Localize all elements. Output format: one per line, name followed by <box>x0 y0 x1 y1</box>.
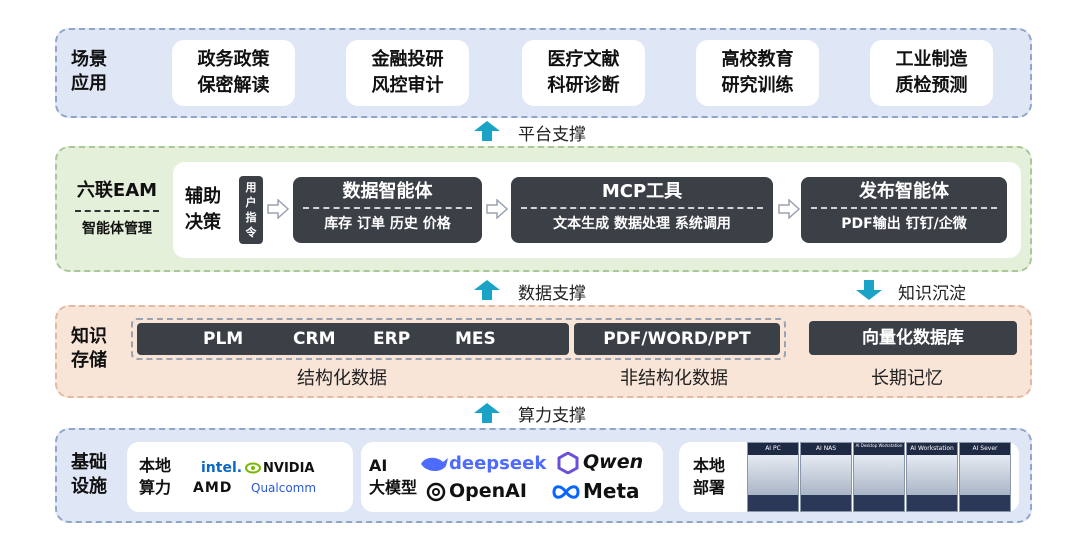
data-agent-box: 数据智能体 库存 订单 历史 价格 <box>293 177 482 243</box>
meta-infinity-icon <box>552 485 580 499</box>
intel-logo: intel. <box>201 460 243 476</box>
unstructured-data-label: 非结构化数据 <box>620 368 728 389</box>
qwen-logo: Qwen <box>583 451 644 473</box>
meta-logo: Meta <box>583 479 640 503</box>
mes-label: MES <box>455 329 496 349</box>
knowledge-title: 知识 存储 <box>71 326 107 371</box>
vector-database-box: 向量化数据库 <box>809 321 1017 355</box>
scene-card-medical: 医疗文献科研诊断 <box>522 40 645 106</box>
platform-support-label: 平台支撑 <box>518 125 586 145</box>
scene-card-education: 高校教育研究训练 <box>696 40 819 106</box>
mcp-tools-box: MCP工具 文本生成 数据处理 系统调用 <box>511 177 773 243</box>
ai-server-product: AI Sever <box>959 442 1011 512</box>
right-arrow-icon <box>778 199 800 219</box>
unstructured-docs-box: PDF/WORD/PPT <box>574 323 780 355</box>
eam-workflow-panel: 辅助 决策 用 户 指 令 数据智能体 库存 订单 历史 价格 MCP工具 文本… <box>173 162 1021 258</box>
qwen-icon <box>557 452 579 474</box>
amd-logo: AMD <box>193 480 233 496</box>
ai-workstation-product: AI Workstation <box>906 442 958 512</box>
scene-application-band: 场景 应用 政务政策保密解读 金融投研风控审计 医疗文献科研诊断 高校教育研究训… <box>55 28 1032 118</box>
eam-divider <box>75 210 159 212</box>
scene-card-government: 政务政策保密解读 <box>172 40 295 106</box>
local-deployment-card: 本地 部署 AI PC AI NAS AI Desktop Workstatio… <box>679 442 1019 512</box>
right-arrow-icon <box>486 199 508 219</box>
erp-label: ERP <box>373 329 411 349</box>
eam-title: 六联EAM <box>76 180 158 201</box>
local-compute-card: 本地 算力 intel. NVIDIA AMD Qualcomm <box>127 442 353 512</box>
local-compute-label: 本地 算力 <box>139 456 172 497</box>
local-deployment-label: 本地 部署 <box>693 456 726 497</box>
eam-agent-management-band: 六联EAM 智能体管理 辅助 决策 用 户 指 令 数据智能体 库存 订单 历史… <box>55 146 1032 272</box>
infra-title: 基础 设施 <box>71 452 107 497</box>
long-term-memory-label: 长期记忆 <box>871 368 943 389</box>
scene-card-industry: 工业制造质检预测 <box>870 40 993 106</box>
up-arrow-icon <box>474 121 500 141</box>
scene-card-finance: 金融投研风控审计 <box>346 40 469 106</box>
structured-data-label: 结构化数据 <box>297 368 387 389</box>
structured-systems-box: PLM CRM ERP MES <box>137 323 569 355</box>
down-arrow-icon <box>856 280 882 300</box>
infrastructure-band: 基础 设施 本地 算力 intel. NVIDIA AMD Qualcomm A… <box>55 428 1032 523</box>
knowledge-precipitation-label: 知识沉淀 <box>898 284 966 304</box>
data-support-label: 数据支撑 <box>518 284 586 304</box>
assist-decision-label: 辅助 决策 <box>185 186 221 233</box>
right-arrow-icon <box>267 199 289 219</box>
ai-models-label: AI 大模型 <box>369 456 418 497</box>
user-instruction-box: 用 户 指 令 <box>239 176 263 244</box>
openai-icon <box>426 482 446 502</box>
publish-agent-box: 发布智能体 PDF输出 钉钉/企微 <box>801 177 1007 243</box>
ai-desktop-workstation-product: AI Desktop Workstation <box>853 442 905 512</box>
ai-pc-product: AI PC <box>747 442 799 512</box>
up-arrow-icon <box>474 280 500 300</box>
up-arrow-icon <box>474 403 500 423</box>
eam-subtitle: 智能体管理 <box>82 221 152 237</box>
qualcomm-logo: Qualcomm <box>251 481 317 495</box>
deepseek-logo: deepseek <box>449 453 547 474</box>
ai-models-card: AI 大模型 deepseek Qwen OpenAI Meta <box>361 442 663 512</box>
nvidia-logo: NVIDIA <box>263 461 315 476</box>
scene-title: 场景 应用 <box>71 49 107 94</box>
openai-logo: OpenAI <box>449 480 527 502</box>
crm-label: CRM <box>293 329 336 349</box>
plm-label: PLM <box>203 329 244 349</box>
knowledge-storage-band: 知识 存储 PLM CRM ERP MES PDF/WORD/PPT 向量化数据… <box>55 305 1032 398</box>
compute-support-label: 算力支撑 <box>518 406 586 426</box>
eam-title-block: 六联EAM 智能体管理 <box>69 176 165 238</box>
nvidia-eye-icon <box>245 462 261 474</box>
deepseek-whale-icon <box>421 457 448 472</box>
structured-data-group <box>131 318 786 360</box>
ai-nas-product: AI NAS <box>800 442 852 512</box>
